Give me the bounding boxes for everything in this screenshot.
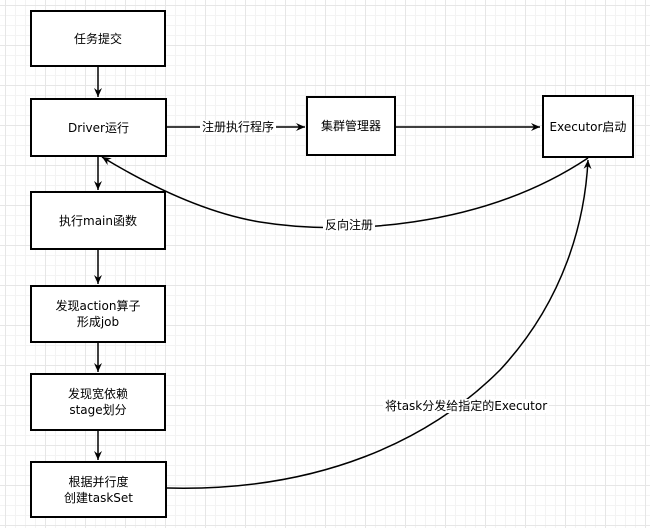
node-action-job-label: 发现action算子 形成job [55,299,141,329]
node-executor[interactable]: Executor启动 [542,95,634,158]
edge-label-reverse-register: 反向注册 [323,218,376,232]
node-driver[interactable]: Driver运行 [30,98,167,157]
node-task-submit-label: 任务提交 [73,31,122,46]
node-taskset[interactable]: 根据并行度 创建taskSet [30,461,167,518]
node-main-function[interactable]: 执行main函数 [30,191,166,250]
node-driver-label: Driver运行 [68,120,129,135]
node-cluster-manager-label: 集群管理器 [320,119,381,133]
node-cluster-manager[interactable]: 集群管理器 [306,96,396,156]
node-executor-label: Executor启动 [549,119,627,134]
node-taskset-label: 根据并行度 创建taskSet [64,474,133,505]
edge-label-dispatch: 将task分发给指定的Executor [383,399,550,413]
node-main-function-label: 执行main函数 [59,213,137,228]
node-stage-split-label: 发现宽依赖 stage划分 [67,387,128,417]
arrow-taskset-dispatch [166,159,592,489]
edge-label-register-app: 注册执行程序 [200,120,277,134]
arrow-executor-reverse-register [101,156,589,229]
node-stage-split[interactable]: 发现宽依赖 stage划分 [30,373,166,431]
node-action-job[interactable]: 发现action算子 形成job [30,285,166,343]
node-task-submit[interactable]: 任务提交 [30,10,166,67]
